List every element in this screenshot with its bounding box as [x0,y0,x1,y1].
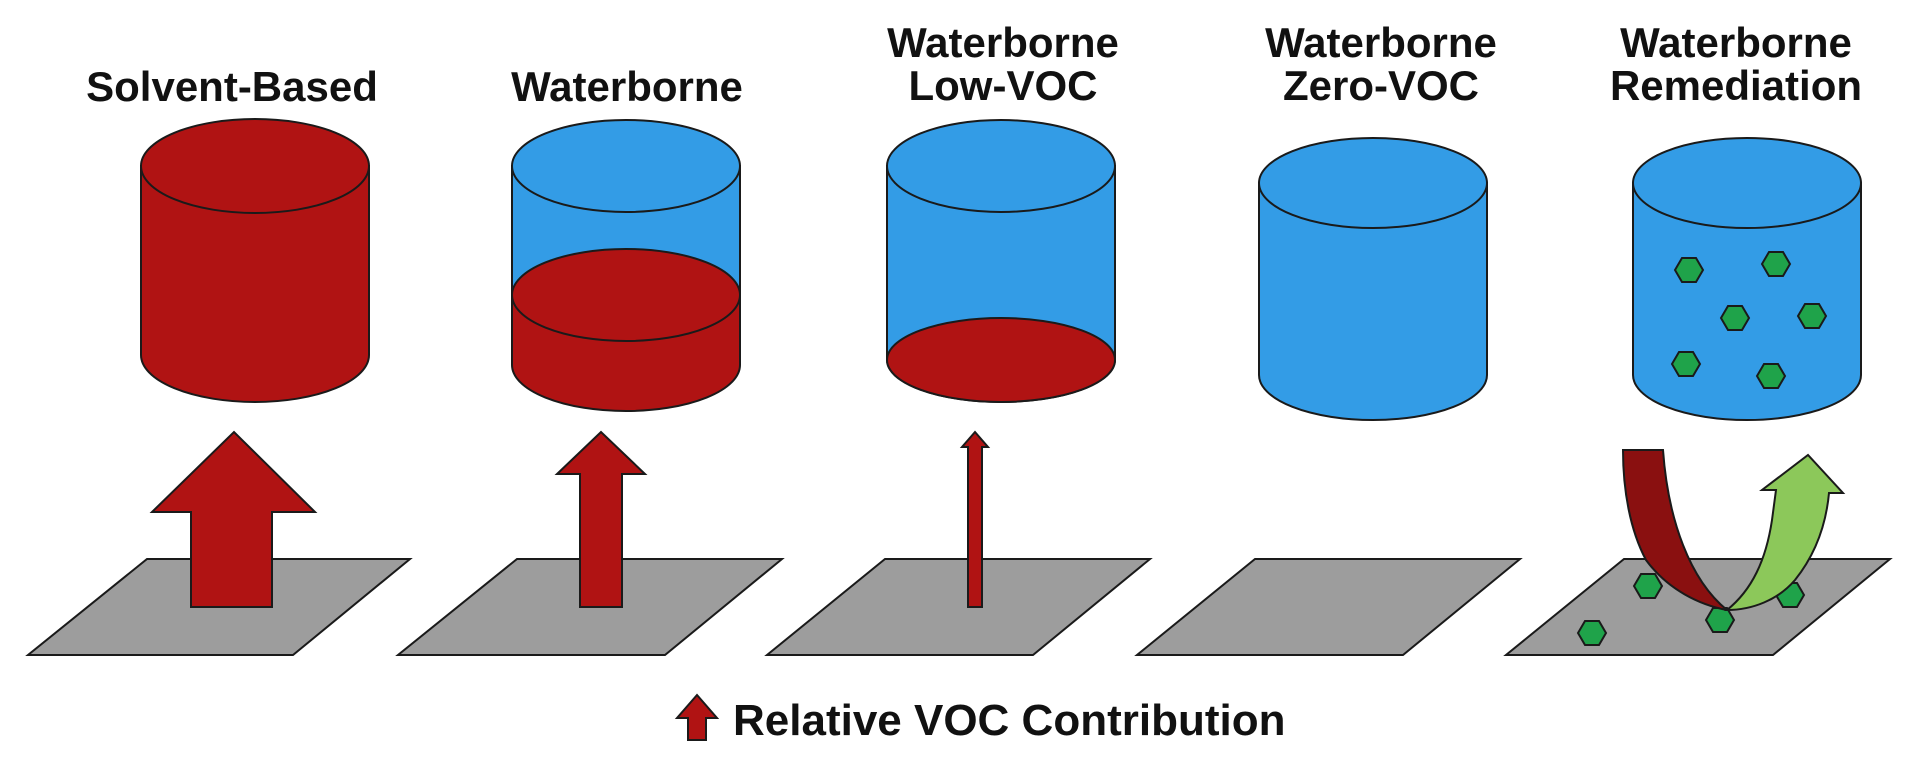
cylinder-icon [140,118,370,403]
hexagon-particle-icon [1674,257,1704,283]
hexagon-particle-icon [1705,607,1735,633]
panel-title-solvent-based: Solvent-Based [86,63,378,110]
cylinder-icon [1258,137,1488,421]
up-arrow-icon [149,430,318,608]
hexagon-particle-icon [1756,363,1786,389]
cylinder-icon [885,119,1117,403]
panel-waterborne: Waterborne [395,63,785,656]
hexagon-particle-icon [1761,251,1791,277]
up-arrow-icon [959,430,991,608]
legend-label: Relative VOC Contribution [733,696,1285,745]
panel-waterborne-remediation: Waterborne Remediation [1503,19,1893,656]
cylinder-icon [511,119,741,412]
panel-title-line-2: Zero-VOC [1283,62,1479,109]
panel-title-waterborne: Waterborne [511,63,743,110]
hexagon-particle-icon [1720,305,1750,331]
panel-title-line-1: Waterborne [887,19,1119,66]
up-arrow-icon [554,430,648,608]
u-turn-arrow-icon [1621,449,1728,611]
hexagon-particle-icon [1797,303,1827,329]
hexagon-particle-icon [1577,620,1607,646]
hexagon-particle-icon [1671,351,1701,377]
panel-title-line-2: Low-VOC [909,62,1098,109]
panel-waterborne-low-voc: Waterborne Low-VOC [764,19,1153,656]
surface-plane-icon [764,558,1153,656]
cylinder-icon [1632,137,1862,421]
hexagon-particle-icon [1633,573,1663,599]
panel-title-line-1: Waterborne [1620,19,1852,66]
panel-waterborne-zero-voc: Waterborne Zero-VOC [1134,19,1523,656]
release-arrow-icon [1724,453,1846,612]
panel-title-line-2: Remediation [1610,62,1862,109]
surface-plane-icon [1503,558,1893,656]
legend: Relative VOC Contribution [674,693,1285,745]
surface-plane-icon [1134,558,1523,656]
panel-title-line-1: Waterborne [1265,19,1497,66]
panel-solvent-based: Solvent-Based [25,63,413,656]
red-up-arrow-icon [674,693,720,741]
